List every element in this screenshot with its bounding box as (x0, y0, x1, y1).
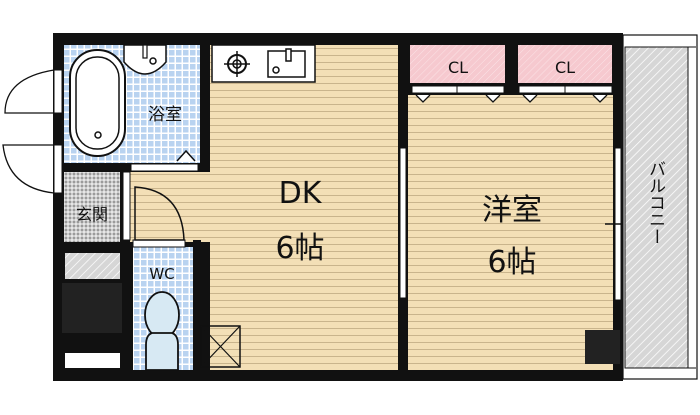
drain-icon (176, 149, 196, 162)
entrance: 玄関 (64, 172, 120, 242)
western-room-floor (408, 95, 613, 370)
shoe-storage (65, 253, 120, 279)
entrance-door-2[interactable] (2, 144, 63, 194)
balcony: バルコニー (622, 34, 698, 380)
room-label-western: 洋室 (482, 193, 542, 228)
storage-block (62, 283, 122, 333)
ac-unit-block (585, 330, 620, 364)
toilet-icon (144, 291, 180, 371)
sliding-door-dk-western[interactable] (399, 147, 407, 299)
room-label-dk: DK (279, 176, 323, 211)
dk-floor (130, 45, 398, 370)
stove-icon (224, 51, 250, 77)
balcony-label: バルコニー (645, 160, 665, 245)
closet-1[interactable]: CL (410, 45, 505, 83)
bathtub-icon (69, 49, 126, 157)
bath-door[interactable] (130, 163, 199, 172)
closet-label-2: CL (555, 58, 575, 77)
appliance-space-icon (200, 325, 241, 368)
room-label-bath: 浴室 (148, 105, 182, 125)
entrance-door-1[interactable] (4, 69, 63, 114)
closet-2[interactable]: CL (518, 45, 612, 83)
closet-label-1: CL (448, 58, 468, 77)
room-label-wc: WC (149, 265, 174, 283)
toilet-room: WC (132, 186, 193, 371)
closet-doors[interactable] (411, 85, 613, 103)
kitchen-sink-icon (267, 48, 306, 78)
room-label-entrance: 玄関 (76, 205, 108, 224)
room-size-dk: 6帖 (275, 231, 324, 266)
washbasin-icon (123, 44, 167, 75)
bathroom: 浴室 (64, 44, 200, 163)
room-size-western: 6帖 (487, 245, 536, 280)
kitchen-counter (211, 44, 316, 83)
wc-door-swing[interactable] (134, 186, 185, 241)
